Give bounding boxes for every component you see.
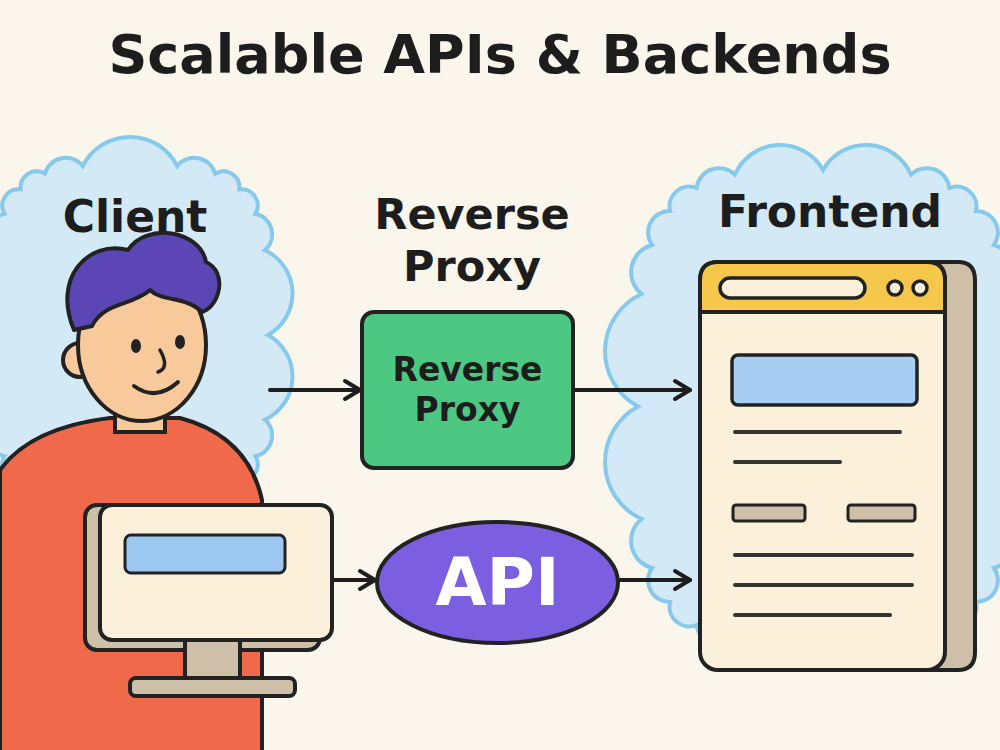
cloud-outline [0, 165, 270, 705]
cloud-label: Frontend [665, 185, 995, 239]
api-label: API [378, 545, 618, 621]
screen-bar [125, 535, 285, 573]
api-ellipse: API [375, 520, 620, 645]
component-heading: Reverse Proxy [352, 188, 592, 292]
cloud-group: Client [0, 165, 270, 705]
diagram-title: Scalable APIs & Backends [0, 22, 1000, 88]
monitor-base [130, 678, 295, 696]
cloud-shape [605, 145, 1000, 668]
cloud-group: Frontend [690, 165, 1000, 685]
process-box: Reverse ProxyReverse Proxy [360, 310, 575, 470]
monitor-stand [185, 640, 240, 682]
cloud-label: Client [0, 190, 270, 244]
cloud-outline [690, 165, 1000, 685]
arrow-connector [270, 578, 375, 582]
cloud-shape [0, 137, 293, 533]
component-label: Reverse Proxy [368, 350, 568, 430]
ellipse-shape [377, 522, 618, 643]
